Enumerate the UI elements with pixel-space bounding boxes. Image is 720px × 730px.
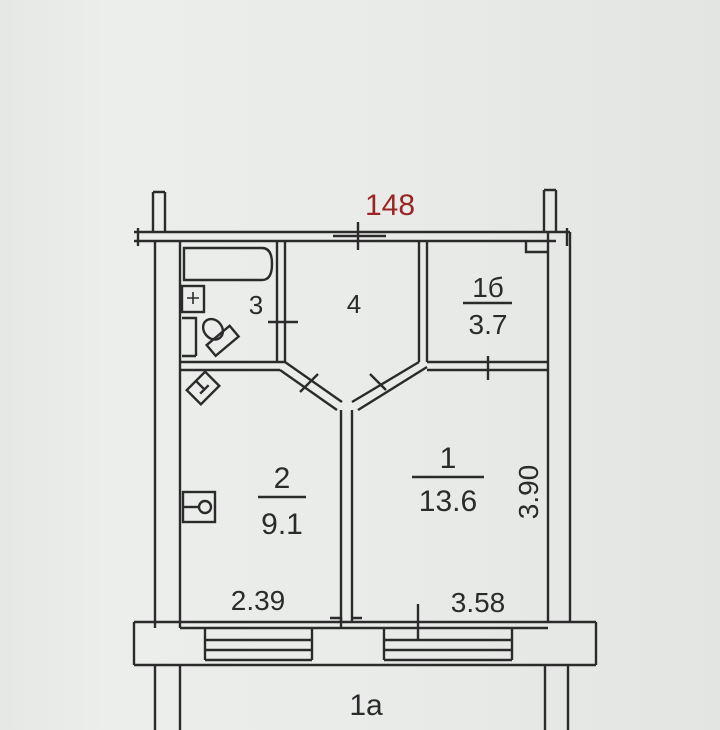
balcony-rail (153, 665, 570, 730)
sink (180, 284, 206, 314)
bathtub (182, 246, 274, 282)
room-1-depth-dimension: 3.90 (513, 465, 544, 520)
door-tick-room2 (299, 373, 319, 393)
window-left (203, 628, 314, 662)
top-wall (134, 230, 570, 243)
plan-number: 148 (365, 189, 415, 222)
right-wall-stub (542, 188, 558, 232)
toilet (201, 317, 241, 358)
right-wall (546, 232, 572, 622)
room-3-number: 3 (249, 290, 263, 320)
bottom-wall (132, 620, 598, 667)
partition-foot (330, 616, 362, 628)
bathroom-fixture-line (182, 316, 198, 358)
door-tick-top (333, 222, 386, 250)
closet-corner (524, 241, 548, 254)
room-4-number: 4 (347, 289, 361, 319)
door-tick-room1 (369, 373, 387, 391)
appliance (185, 370, 221, 406)
corridor-funnel (279, 360, 428, 412)
room-1b-area: 3.7 (469, 309, 508, 340)
room-2-area: 9.1 (261, 508, 303, 541)
room-2-number: 2 (274, 462, 291, 495)
corridor-right-wall (417, 241, 429, 362)
bathroom-bottom-wall (180, 360, 285, 372)
partition-wall (339, 410, 354, 622)
room-1-width-dimension: 3.58 (451, 587, 506, 618)
room-1b-number: 1б (472, 272, 504, 303)
room-1-number: 1 (440, 442, 457, 475)
left-wall-stub (151, 190, 167, 232)
window-right (382, 628, 514, 662)
bathroom-right-wall (275, 241, 287, 362)
left-wall (153, 241, 182, 628)
stove-burner (197, 499, 213, 515)
room-1a-number: 1a (349, 689, 383, 722)
room-2-width-dimension: 2.39 (231, 585, 286, 616)
room-1-area: 13.6 (419, 485, 477, 518)
sink-mark (187, 292, 199, 304)
